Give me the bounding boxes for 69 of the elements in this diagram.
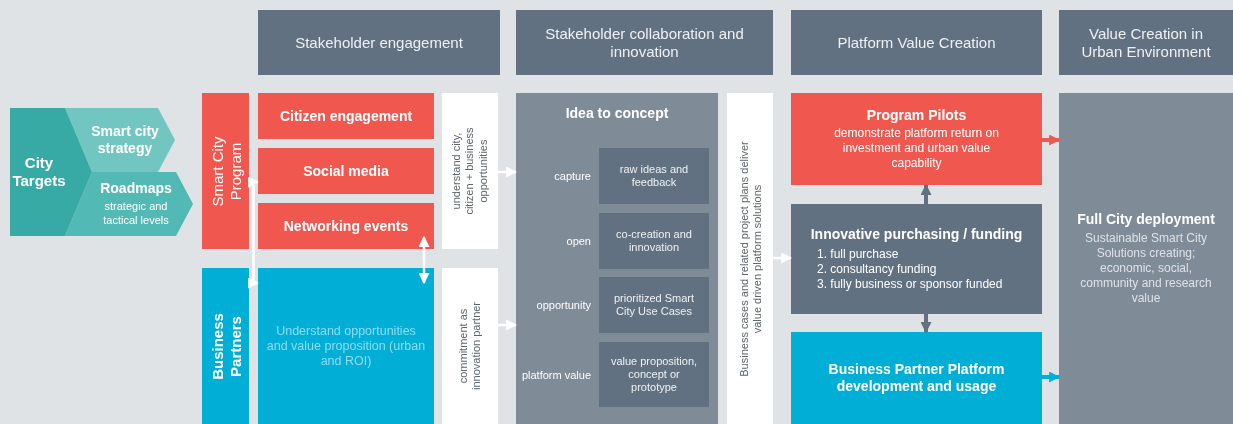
box-title: Stakeholder engagement (295, 33, 463, 52)
chevron-shape (65, 108, 175, 172)
column-header (516, 10, 773, 75)
box-title: prioritized Smart City Use Cases (612, 291, 696, 319)
arrow (1042, 134, 1061, 146)
box-title: Networking events (283, 217, 409, 235)
box-description: Sustainable Smart City Solutions creating; economic, social, community and research value (1079, 230, 1213, 306)
stage-panel (516, 93, 718, 424)
list-item: 3. fully business or sponsor funded (816, 276, 1004, 292)
box-description: demonstrate platform return on investment and urban value capability (833, 126, 1000, 172)
box-title: Business Partners (207, 311, 244, 382)
process-box (791, 204, 1042, 314)
arrow (248, 176, 260, 289)
box-title: Roadmaps (100, 180, 172, 198)
step-box (599, 342, 709, 407)
side-band (202, 268, 249, 424)
box-title: Stakeholder collaboration and innovation (544, 24, 745, 61)
box-title: understand city, citizen + business opportunities (450, 126, 490, 217)
arrow (920, 183, 932, 204)
box-title: Smart City Program (207, 135, 244, 208)
arrow (773, 252, 793, 264)
column-header (258, 10, 500, 75)
process-box (258, 203, 434, 249)
box-description: strategic and tactical levels (102, 200, 170, 228)
box-title: Innovative purchasing / funding (809, 226, 1024, 243)
note-panel (442, 268, 498, 424)
process-box (791, 93, 1042, 185)
process-box (791, 332, 1042, 424)
arrow (498, 166, 518, 178)
arrow (1042, 371, 1061, 383)
arrow (418, 235, 430, 285)
step-box (599, 213, 709, 269)
box-title: raw ideas and feedback (618, 162, 690, 190)
process-box (258, 148, 434, 194)
side-band (202, 93, 249, 249)
box-title: Smart city strategy (90, 123, 160, 157)
box-title: Platform Value Creation (837, 33, 996, 52)
step-label: opportunity (535, 298, 591, 313)
step-box (599, 148, 709, 204)
note-panel (727, 93, 773, 424)
step-box (599, 277, 709, 333)
box-title: Idea to concept (565, 105, 669, 122)
box-title: Program Pilots (866, 106, 967, 124)
list-item: 1. full purchase (816, 246, 900, 262)
step-label: open (565, 234, 591, 249)
box-title: Understand opportunities and value proposition (urban and ROI) (266, 323, 426, 369)
box-title: Social media (303, 162, 389, 180)
box-title: Business Partner Platform development and usage (827, 361, 1006, 395)
box-title: Value Creation in Urban Environment (1080, 24, 1212, 61)
column-header (1059, 10, 1233, 75)
chevron-shape (10, 108, 92, 236)
box-title: Full City deployment (1077, 211, 1215, 228)
box-title: value proposition, concept or prototype (609, 354, 699, 395)
step-label: capture (553, 169, 591, 184)
arrow (920, 314, 932, 334)
list-item: 2. consultancy funding (816, 261, 938, 277)
box-title: Business cases and related project plans deliver value driven platform solutions (736, 139, 764, 379)
step-label: platform value (520, 367, 591, 383)
process-box (258, 268, 434, 424)
outcome-panel (1059, 93, 1233, 424)
box-title: co-creation and innovation (615, 227, 693, 255)
chevron-shape (65, 172, 193, 236)
process-box (258, 93, 434, 139)
box-title: City Targets (12, 154, 66, 190)
note-panel (442, 93, 498, 249)
column-header (791, 10, 1042, 75)
box-title: Citizen engagement (279, 107, 413, 125)
arrow (498, 319, 518, 331)
box-title: commitment as innovation partner (456, 300, 483, 393)
